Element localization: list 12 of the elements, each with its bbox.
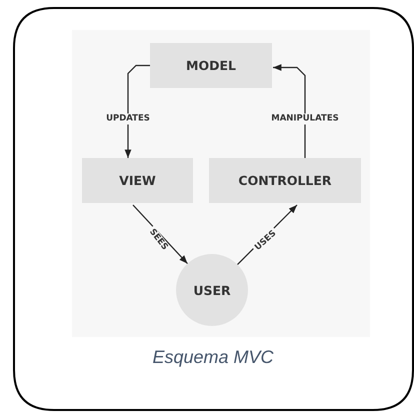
- component-box: [209, 158, 361, 203]
- component-box: [150, 43, 272, 88]
- arrow: [124, 64, 150, 158]
- edge-label: MANIPULATES: [269, 114, 341, 124]
- node-label: VIEW: [119, 173, 156, 188]
- node-label: MODEL: [186, 58, 236, 73]
- node-label: USER: [193, 282, 231, 298]
- node-label: CONTROLLER: [238, 173, 332, 188]
- edge-label: UPDATES: [104, 114, 152, 124]
- arrow: [273, 64, 306, 158]
- caption: Esquema MVC: [151, 347, 275, 368]
- component-box: [82, 158, 193, 203]
